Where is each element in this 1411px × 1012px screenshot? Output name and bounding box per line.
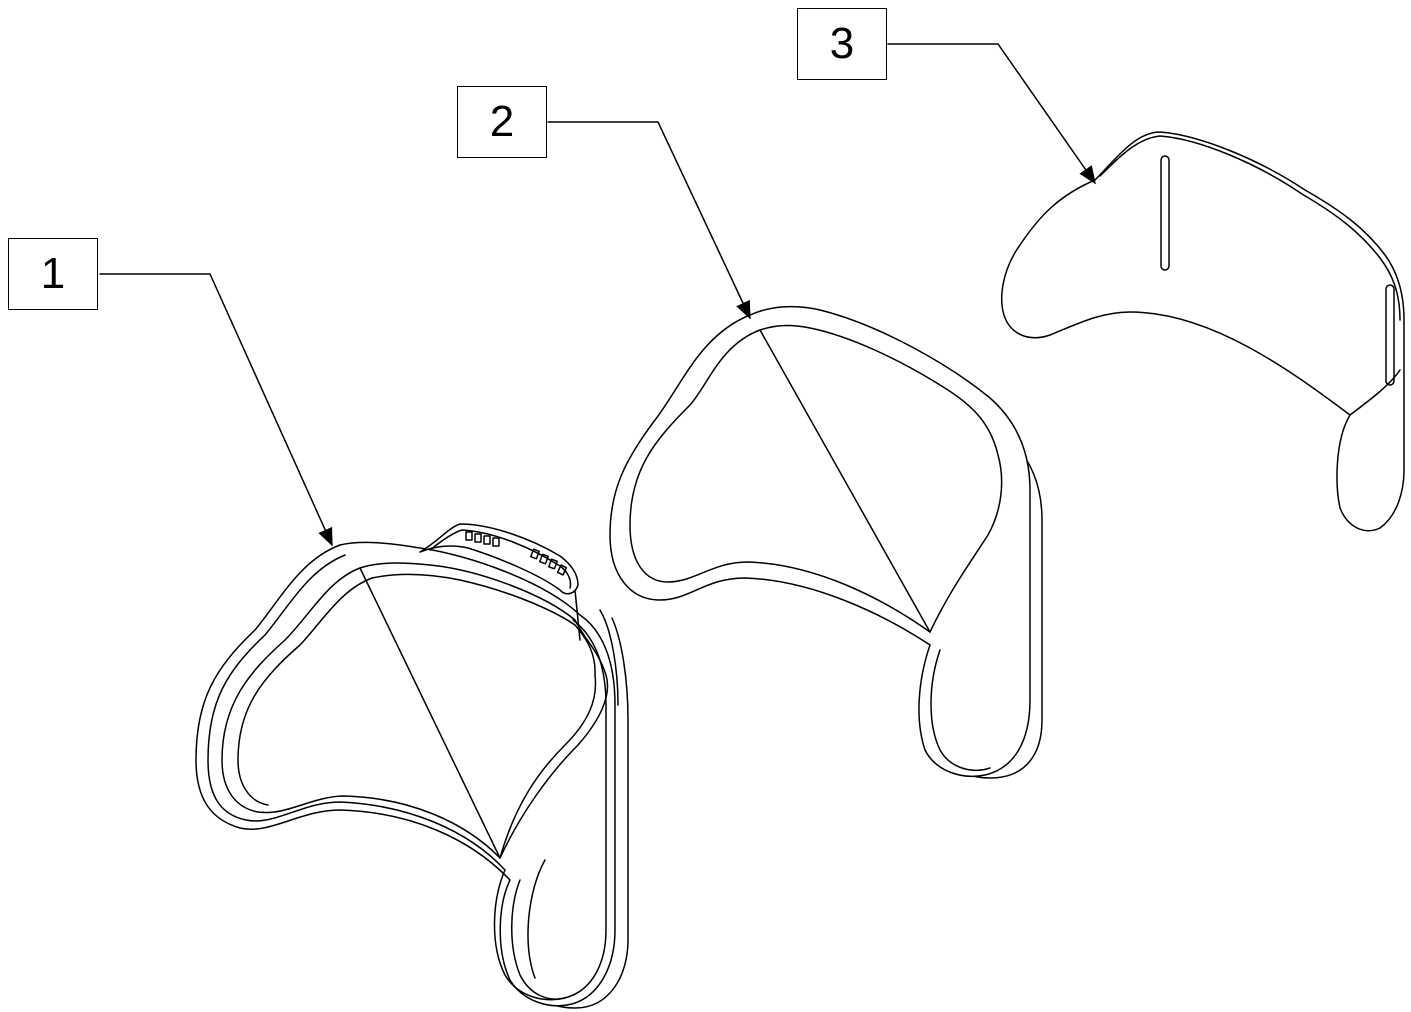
callout-label-3: 3 [797, 8, 887, 80]
leader-line-3 [887, 43, 1096, 185]
headrest-2-drawing [609, 305, 1043, 779]
callout-number: 2 [489, 97, 515, 146]
leader-line-1 [99, 273, 333, 547]
leader-line-2 [547, 121, 751, 320]
callout-number: 1 [40, 249, 66, 298]
callout-label-1: 1 [8, 238, 98, 310]
headrest-3-drawing [1001, 131, 1405, 532]
leader-lines [99, 43, 1096, 547]
zipper-teeth [465, 531, 568, 576]
callout-label-2: 2 [457, 86, 547, 158]
headrest-1-drawing [195, 523, 629, 1009]
callout-number: 3 [829, 19, 855, 68]
